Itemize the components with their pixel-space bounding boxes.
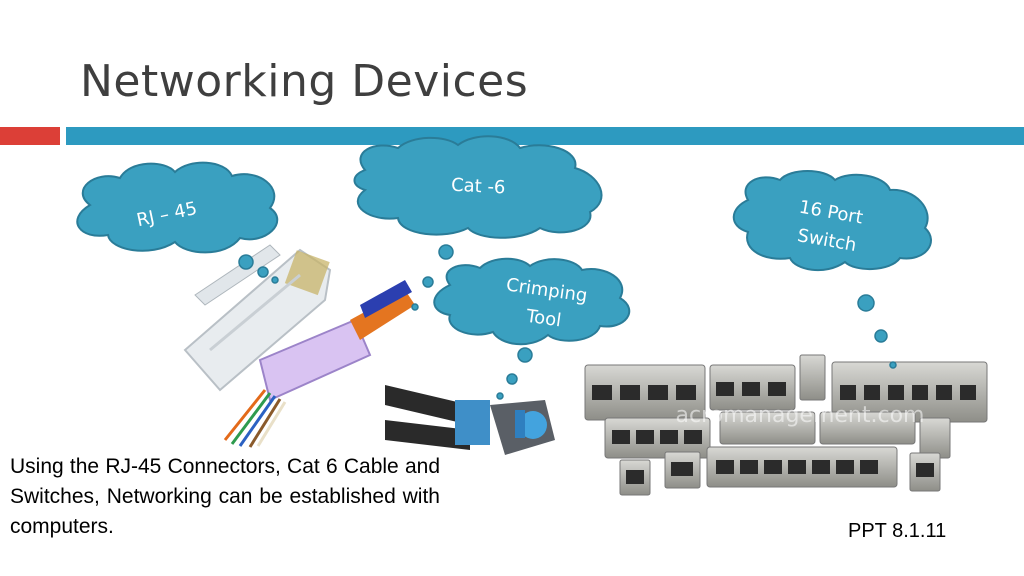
slide-body-text: Using the RJ-45 Connectors, Cat 6 Cable … — [10, 455, 440, 538]
rj45-connector-photo — [183, 244, 332, 392]
image-watermark: acromanagement.com — [676, 403, 925, 428]
cloud-rj45: RJ – 45 — [76, 161, 279, 254]
cloud-crimping-tool: Crimping Tool — [433, 257, 631, 346]
cable-with-connector-photo — [223, 280, 415, 448]
crimping-tool-photo — [385, 385, 555, 455]
accent-bar-red — [0, 127, 60, 145]
slide-title: Networking Devices — [80, 56, 529, 107]
slide-footer-number: PPT 8.1.11 — [848, 520, 947, 542]
crimping-label-line2: Tool — [524, 306, 563, 332]
cat6-label: Cat -6 — [451, 175, 506, 199]
accent-bar-teal — [66, 127, 1024, 145]
cloud-cat6: Cat -6 — [353, 135, 603, 239]
thought-dots — [238, 244, 897, 400]
cloud-16-port-switch: 16 Port Switch — [732, 170, 932, 272]
switch-ports-photo — [584, 354, 988, 496]
